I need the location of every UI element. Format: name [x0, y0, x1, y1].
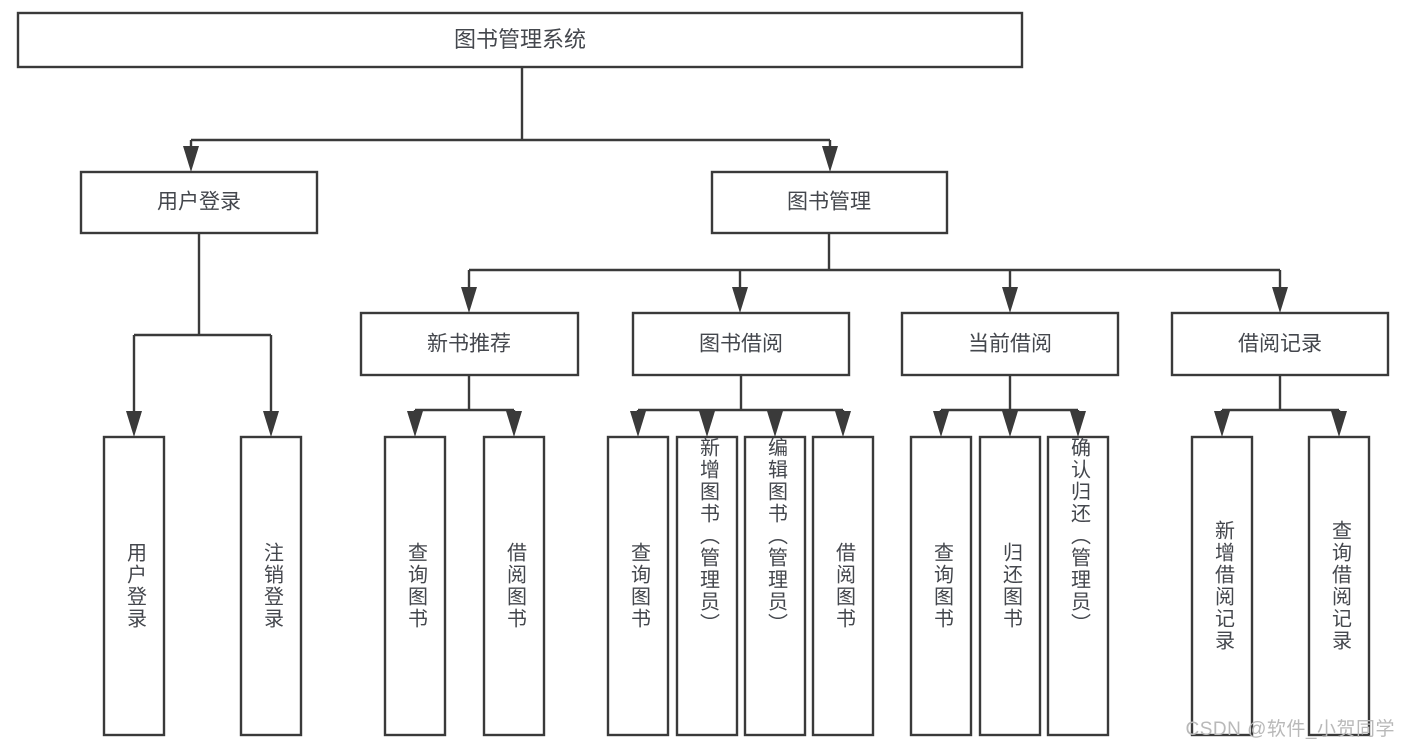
node-current-borrow[interactable]: 当前借阅	[900, 311, 1120, 377]
leaf-box-book-borrow-3[interactable]	[811, 435, 875, 737]
connector-user-login-to-leaves	[126, 233, 279, 437]
leaf-box-borrow-record-0[interactable]	[1190, 435, 1254, 737]
connector-root-to-level2	[183, 67, 838, 172]
node-root[interactable]: 图书管理系统	[16, 11, 1024, 69]
node-new-book-recommend-label: 新书推荐	[427, 333, 511, 356]
leaf-box-new-book-1[interactable]	[482, 435, 546, 737]
node-borrow-record[interactable]: 借阅记录	[1170, 311, 1390, 377]
csdn-watermark: CSDN @软件_小贺同学	[1185, 719, 1395, 740]
connector-book-borrow-to-leaves	[630, 375, 851, 437]
leaf-box-new-book-0[interactable]	[383, 435, 447, 737]
leaf-box-user-login-0[interactable]	[102, 435, 166, 737]
node-new-book-recommend[interactable]: 新书推荐	[359, 311, 580, 377]
connector-borrow-record-to-leaves	[1214, 375, 1347, 437]
node-book-manage[interactable]: 图书管理	[710, 170, 949, 235]
arrow-to-user-login	[183, 146, 199, 172]
leaf-box-current-borrow-0[interactable]	[909, 435, 973, 737]
node-book-borrow[interactable]: 图书借阅	[631, 311, 851, 377]
leaf-box-book-borrow-0[interactable]	[606, 435, 670, 737]
leaf-box-book-borrow-2[interactable]	[743, 435, 807, 737]
node-root-label: 图书管理系统	[454, 27, 586, 52]
node-user-login-label: 用户登录	[157, 191, 241, 214]
node-current-borrow-label: 当前借阅	[968, 333, 1052, 356]
leaf-box-borrow-record-1[interactable]	[1307, 435, 1371, 737]
node-user-login[interactable]: 用户登录	[79, 170, 319, 235]
connector-new-book-to-leaves	[407, 375, 522, 437]
leaf-box-current-borrow-1[interactable]	[978, 435, 1042, 737]
node-book-manage-label: 图书管理	[787, 191, 871, 214]
connector-book-manage-to-level3	[461, 233, 1288, 313]
arrow-to-book-manage	[822, 146, 838, 172]
leaf-box-user-login-1[interactable]	[239, 435, 303, 737]
leaf-box-book-borrow-1[interactable]	[675, 435, 739, 737]
leaf-box-current-borrow-2[interactable]	[1046, 435, 1110, 737]
connector-current-borrow-to-leaves	[933, 375, 1086, 437]
node-borrow-record-label: 借阅记录	[1238, 333, 1322, 356]
node-book-borrow-label: 图书借阅	[699, 333, 783, 356]
